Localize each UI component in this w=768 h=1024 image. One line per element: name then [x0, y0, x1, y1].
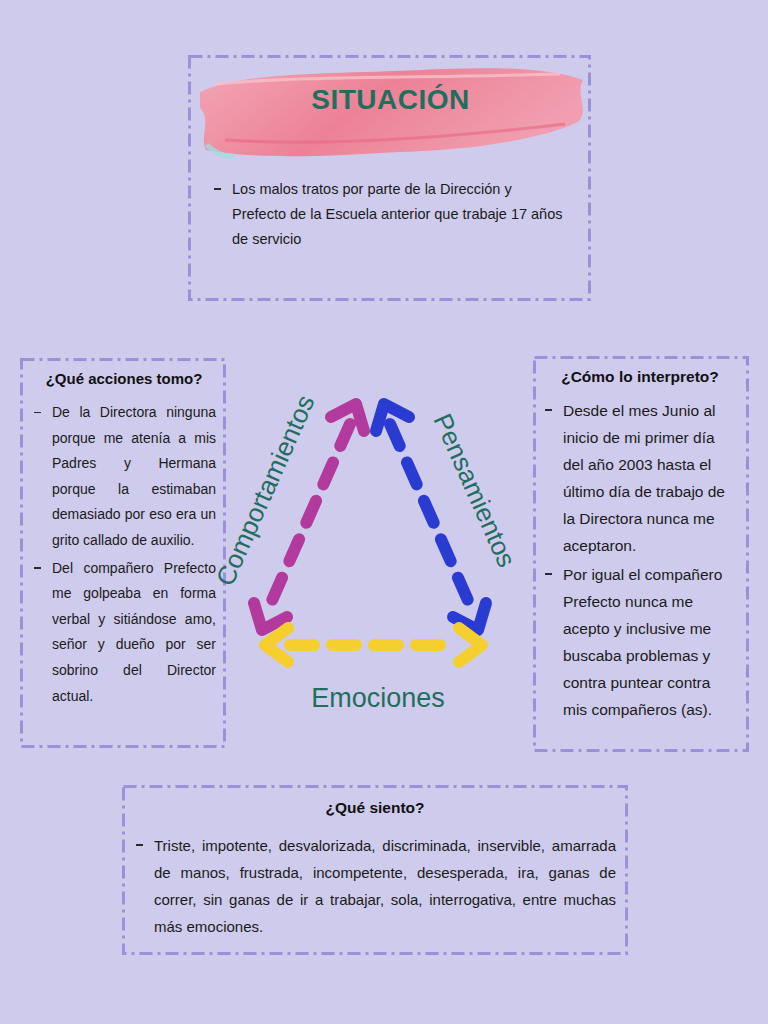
box-content: ¿Cómo lo interpreto? Desde el mes Junio a… — [533, 356, 749, 723]
box-body-text: Del compañero Prefecto me golpeaba en fo… — [52, 556, 216, 710]
bullet-dash — [214, 188, 221, 190]
bullet-item: Por igual el compañero Prefecto nunca me… — [543, 561, 737, 723]
box-content: SITUACIÓN Los malos tratos por parte de l… — [188, 55, 591, 252]
bullet-item: Los malos tratos por parte de la Direcci… — [212, 177, 569, 252]
box-heading-row: ¿Qué acciones tomo? — [32, 370, 216, 388]
box-heading-row: ¿Qué siento? — [134, 799, 616, 818]
bullet-item: Triste, impotente, desvalorizada, discri… — [134, 832, 616, 940]
bullet-item: Del compañero Prefecto me golpeaba en fo… — [32, 556, 216, 710]
box-heading: ¿Qué acciones tomo? — [32, 370, 216, 388]
info-box: ¿Qué acciones tomo? De la Directora ningu… — [20, 358, 226, 748]
box-heading-row: ¿Cómo lo interpreto? — [543, 368, 737, 387]
info-box: ¿Qué siento? Triste, impotente, desvalori… — [122, 785, 628, 955]
box-body-text: De la Directora ninguna porque me atenía… — [52, 400, 216, 554]
bullet-dash — [545, 409, 552, 411]
box-body-text: Los malos tratos por parte de la Direcci… — [232, 177, 569, 252]
triangle-label: Comportamientos — [210, 390, 322, 590]
bullet-item: De la Directora ninguna porque me atenía… — [32, 400, 216, 554]
bullet-dash — [136, 844, 143, 846]
box-heading-row: SITUACIÓN — [212, 83, 569, 117]
bullet-item: Desde el mes Junio al inicio de mi prime… — [543, 397, 737, 559]
situation-box: SITUACIÓN Los malos tratos por parte de l… — [188, 55, 591, 301]
bullet-dash — [34, 567, 41, 569]
box-content: ¿Qué acciones tomo? De la Directora ningu… — [20, 358, 226, 709]
brush-stroke — [200, 68, 583, 156]
box-heading: ¿Cómo lo interpreto? — [543, 368, 737, 387]
box-heading: ¿Qué siento? — [134, 799, 616, 818]
box-heading: SITUACIÓN — [212, 83, 569, 117]
box-content: ¿Qué siento? Triste, impotente, desvalori… — [122, 785, 628, 940]
box-body-text: Desde el mes Junio al inicio de mi prime… — [563, 397, 737, 559]
bullet-dash — [545, 573, 552, 575]
box-body-text: Por igual el compañero Prefecto nunca me… — [563, 561, 737, 723]
emotion-arrow — [265, 628, 482, 662]
box-body-text: Triste, impotente, desvalorizada, discri… — [154, 832, 616, 940]
bullet-dash — [34, 412, 41, 414]
triangle-label: Emociones — [311, 683, 445, 714]
info-box: ¿Cómo lo interpreto? Desde el mes Junio a… — [533, 356, 749, 752]
